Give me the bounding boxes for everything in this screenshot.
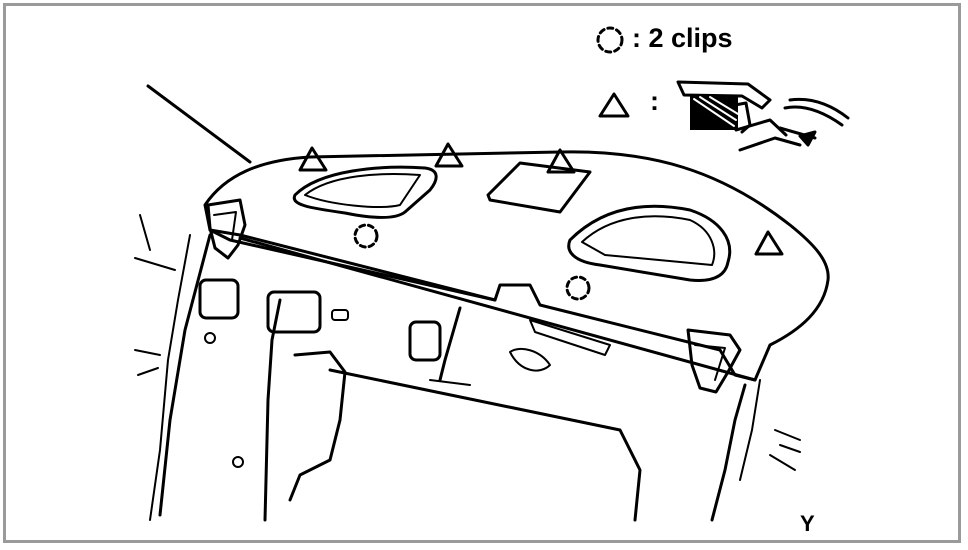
center-lamp: [486, 161, 592, 214]
body-right-pillar: [710, 383, 747, 522]
claw-release-detail: [676, 80, 850, 152]
right-belt-guide: [686, 328, 742, 394]
service-hole-3: [408, 320, 442, 362]
tray-front-edge: [208, 228, 497, 302]
body-left-pillar: [158, 233, 212, 517]
figure-id-label: Y: [800, 511, 815, 536]
tray-rear-edge: [238, 236, 757, 382]
claw-location-4: [754, 230, 784, 256]
clip-location-2: [565, 275, 591, 301]
leader-line: [146, 84, 252, 164]
claw-location-2: [434, 142, 464, 168]
right-speaker-opening: [567, 204, 732, 282]
clip-legend-label: : 2 clips: [632, 23, 733, 53]
left-speaker-inner: [304, 173, 421, 208]
tray-outline: [203, 150, 830, 382]
claw-location-1: [298, 146, 328, 172]
triangle-icon: [598, 92, 630, 118]
service-hole-1: [198, 278, 240, 320]
figure-frame: [3, 3, 961, 543]
dashed-circle-icon: [596, 26, 624, 54]
left-belt-guide: [206, 198, 247, 260]
body-inner-panel: [263, 298, 282, 522]
clip-location-1: [353, 223, 379, 249]
right-speaker-inner: [581, 215, 716, 266]
claw-legend-separator: :: [650, 86, 659, 116]
body-lower-edge: [328, 368, 642, 522]
service-hole-2: [266, 290, 322, 334]
left-speaker-opening: [292, 165, 438, 219]
claw-location-3: [546, 148, 576, 174]
